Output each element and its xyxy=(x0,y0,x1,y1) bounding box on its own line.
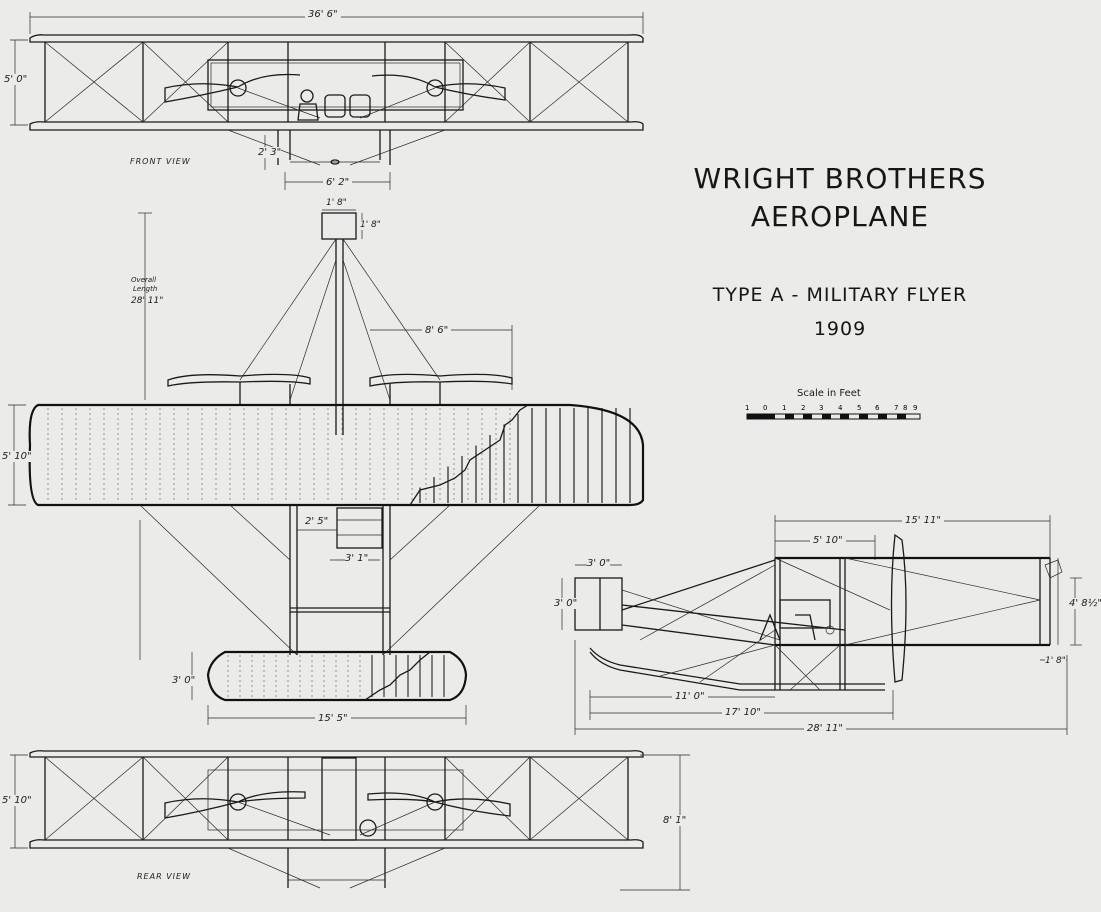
dim-side-elev-chord: 3' 0" xyxy=(587,558,611,569)
scale-tick: 6 xyxy=(875,404,880,412)
dim-side-skid2: 17' 10" xyxy=(722,707,764,718)
dim-overall-label1: Overall xyxy=(131,276,157,284)
drawing-title-line2: AEROPLANE xyxy=(750,200,930,233)
dim-rear-height: 5' 10" xyxy=(2,795,32,806)
scale-tick: 1 xyxy=(745,404,750,412)
top-view xyxy=(8,209,645,725)
dim-front-gap: 2' 3" xyxy=(258,147,282,158)
drawing-year: 1909 xyxy=(813,318,867,340)
side-view xyxy=(561,515,1082,735)
scale-tick: 7 xyxy=(894,404,899,412)
dim-front-height: 5' 0" xyxy=(4,74,28,85)
dim-side-rudder: 1' 8" xyxy=(1045,656,1066,666)
dim-skid-gap: 2' 5" xyxy=(305,516,329,527)
dim-span: 36' 6" xyxy=(305,9,341,20)
dim-elevator-span: 15' 5" xyxy=(315,713,351,724)
scale-tick: 1 xyxy=(782,404,787,412)
dim-rudder-height: 1' 8" xyxy=(360,220,381,230)
scale-ticks: 1 0 1 2 3 4 5 6 7 8 9 xyxy=(743,404,923,414)
scale-tick: 9 xyxy=(913,404,918,412)
dim-rear-total-height: 8' 1" xyxy=(663,815,687,826)
scale-tick: 3 xyxy=(819,404,824,412)
dim-side-length-top: 15' 11" xyxy=(902,515,944,526)
dim-elevator-chord: 3' 0" xyxy=(172,675,196,686)
scale-tick: 0 xyxy=(763,404,768,412)
dim-overall-length: 28' 11" xyxy=(131,296,164,306)
dim-wing-chord: 5' 10" xyxy=(2,451,32,462)
dim-side-elev-height: 3' 0" xyxy=(554,598,578,609)
scale-tick: 5 xyxy=(857,404,862,412)
dim-side-overall: 28' 11" xyxy=(804,723,846,734)
front-view-label: FRONT VIEW xyxy=(130,157,191,166)
drawing-title-line1: WRIGHT BROTHERS xyxy=(693,162,987,195)
rear-view-label: REAR VIEW xyxy=(137,872,191,881)
dim-skid-track: 3' 1" xyxy=(345,553,369,564)
front-view xyxy=(10,12,644,190)
scale-tick: 2 xyxy=(801,404,806,412)
scale-tick: 4 xyxy=(838,404,843,412)
scale-tick: 8 xyxy=(903,404,908,412)
scale-label: Scale in Feet xyxy=(797,388,861,399)
rear-view xyxy=(10,750,690,891)
dim-side-wing-chord: 5' 10" xyxy=(810,535,846,546)
dim-side-skid1: 11' 0" xyxy=(672,691,708,702)
drawing-subtitle: TYPE A - MILITARY FLYER xyxy=(712,284,968,306)
scale-bar xyxy=(746,413,921,420)
dim-rudder-width: 1' 8" xyxy=(326,198,347,208)
dim-overall-label2: Length xyxy=(133,285,158,293)
dim-side-height: 4' 8½" xyxy=(1069,598,1101,609)
dim-front-track: 6' 2" xyxy=(323,177,353,188)
dim-elevator-offset: 8' 6" xyxy=(422,325,452,336)
